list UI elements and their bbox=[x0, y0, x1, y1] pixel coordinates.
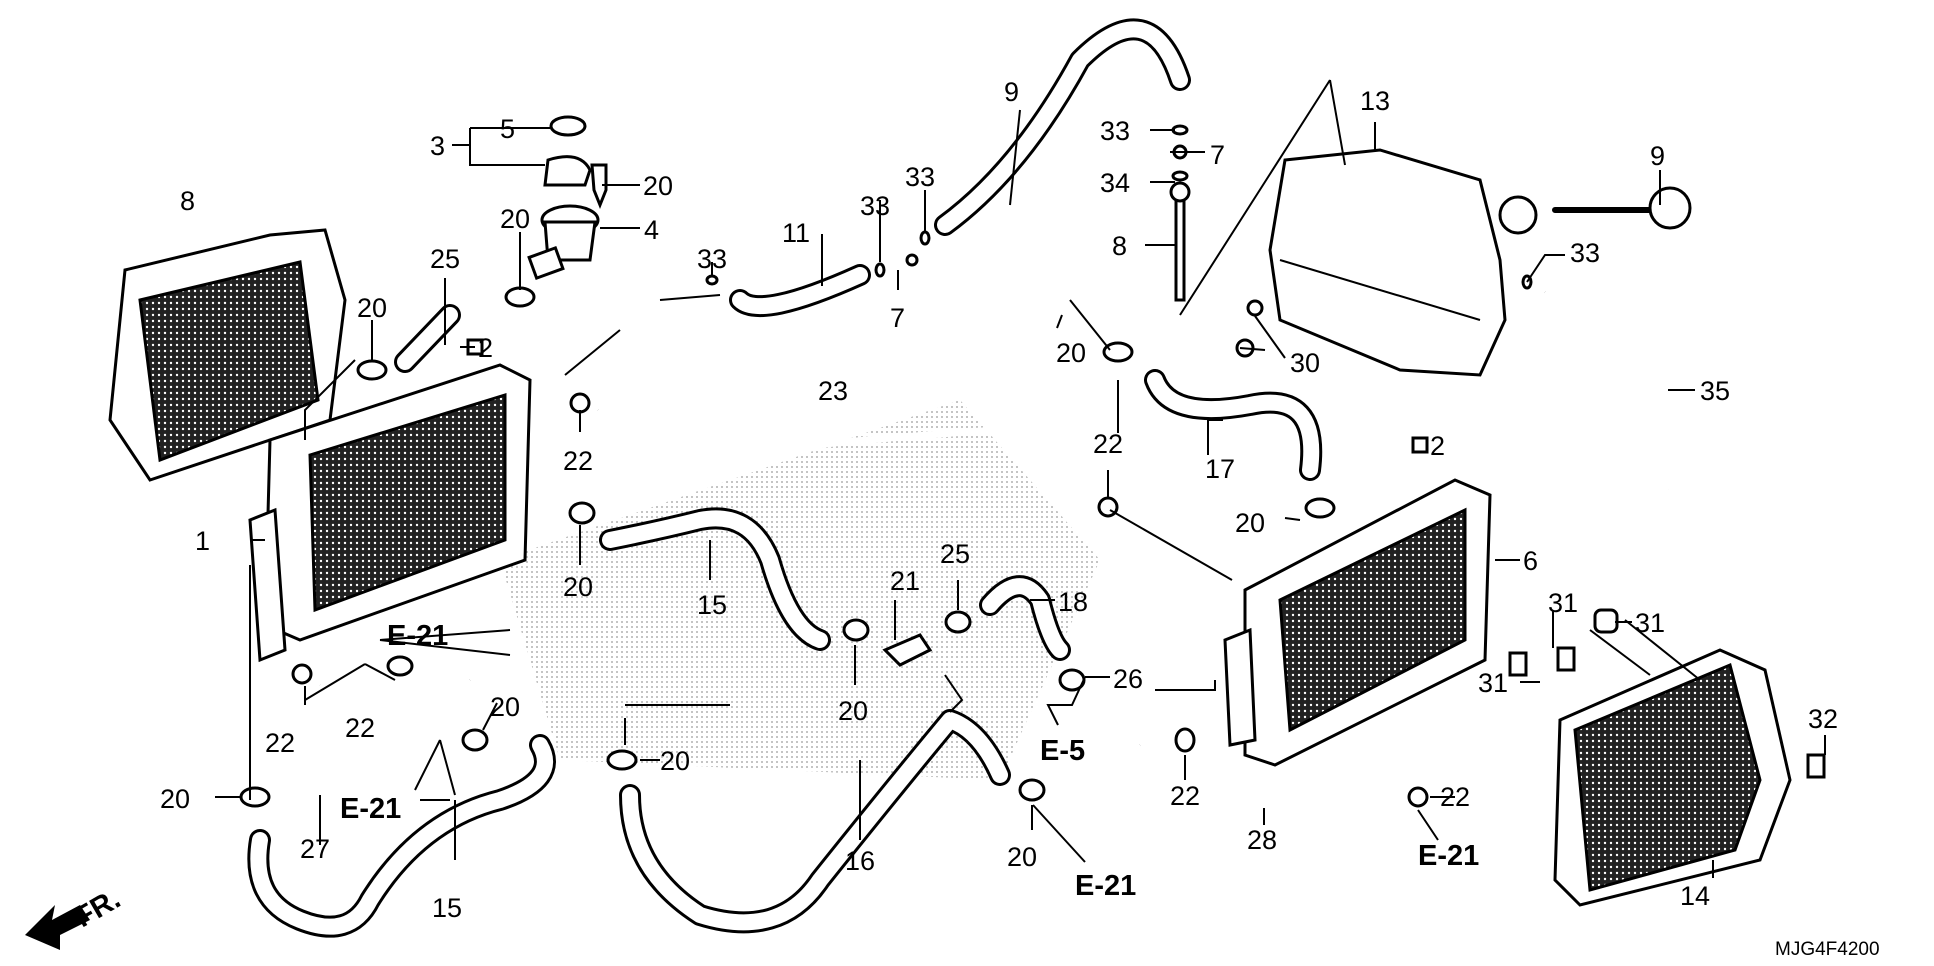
joint-7b bbox=[905, 253, 919, 267]
part-label-28[interactable]: 20 bbox=[643, 171, 673, 201]
part-label-33[interactable]: 34 bbox=[1100, 168, 1130, 198]
part-label-2[interactable]: 2 bbox=[1430, 431, 1445, 461]
part-label-10[interactable]: 8 bbox=[180, 186, 195, 216]
part-label-3[interactable]: 3 bbox=[430, 131, 445, 161]
part-label-20[interactable]: 20 bbox=[1056, 338, 1086, 368]
part-label-22[interactable]: 22 bbox=[265, 728, 295, 758]
reserve-tank[interactable] bbox=[1268, 148, 1538, 377]
part-label-31[interactable]: 31 bbox=[1548, 588, 1578, 618]
cap-seal-5 bbox=[549, 115, 587, 137]
radiator-cap bbox=[543, 155, 592, 187]
part-label-21[interactable]: 21 bbox=[890, 566, 920, 596]
radiator-right[interactable] bbox=[1223, 478, 1492, 767]
part-label-19[interactable]: 18 bbox=[1058, 587, 1088, 617]
part-label-22[interactable]: 22 bbox=[1170, 781, 1200, 811]
part-label-27[interactable]: 28 bbox=[1247, 825, 1277, 855]
grommet-31c bbox=[1806, 753, 1826, 779]
nut-2b bbox=[1411, 436, 1429, 454]
part-label-20[interactable]: 20 bbox=[160, 784, 190, 814]
tank-filter-9[interactable] bbox=[1552, 186, 1692, 230]
part-label-20[interactable]: 20 bbox=[1007, 842, 1037, 872]
part-label-23[interactable]: 23 bbox=[818, 376, 848, 406]
part-label-7[interactable]: 7 bbox=[1210, 140, 1225, 170]
part-label-7[interactable]: 7 bbox=[890, 303, 905, 333]
part-label-29[interactable]: 30 bbox=[1290, 348, 1320, 378]
part-label-15[interactable]: 15 bbox=[432, 893, 462, 923]
part-label-20[interactable]: 20 bbox=[500, 204, 530, 234]
background-shading bbox=[500, 400, 1100, 780]
part-label-31[interactable]: 32 bbox=[1808, 704, 1838, 734]
part-label-20[interactable]: 20 bbox=[563, 572, 593, 602]
part-label-13[interactable]: 13 bbox=[1360, 86, 1390, 116]
radiator-shroud-right[interactable] bbox=[1553, 648, 1792, 907]
part-label-8[interactable]: 8 bbox=[1112, 231, 1127, 261]
collar-29 bbox=[1246, 299, 1264, 317]
part-label-22[interactable]: 22 bbox=[1440, 782, 1470, 812]
reference-e21[interactable]: E-21 bbox=[1418, 840, 1479, 872]
part-labels: 5 3 20 4 20 25 8 20 2 22 23 20 1 15 33 1… bbox=[160, 77, 1838, 923]
front-label: FR. bbox=[70, 883, 126, 934]
part-label-20[interactable]: 20 bbox=[660, 746, 690, 776]
front-arrow-icon bbox=[25, 905, 90, 950]
part-label-11[interactable]: 9 bbox=[1004, 77, 1019, 107]
grommet-31b bbox=[1556, 646, 1576, 672]
joint-21 bbox=[882, 633, 933, 667]
leader-lines bbox=[215, 79, 1826, 878]
part-label-5[interactable]: 5 bbox=[500, 114, 515, 144]
part-label-22[interactable]: 22 bbox=[563, 446, 593, 476]
grommet-31a bbox=[1508, 651, 1528, 677]
part-label-6[interactable]: 6 bbox=[1523, 546, 1538, 576]
part-label-34[interactable]: 35 bbox=[1700, 376, 1730, 406]
part-label-33[interactable]: 33 bbox=[1100, 116, 1130, 146]
part-label-33[interactable]: 33 bbox=[860, 191, 890, 221]
part-label-20[interactable]: 20 bbox=[1235, 508, 1265, 538]
part-label-26[interactable]: 27 bbox=[300, 834, 330, 864]
reference-labels: E-21 E-21 E-21 E-21 E-5 bbox=[340, 620, 1479, 902]
part-label-18[interactable]: 17 bbox=[1205, 454, 1235, 484]
front-direction-indicator: FR. bbox=[25, 883, 126, 950]
hoses bbox=[247, 18, 1672, 938]
part-label-20[interactable]: 20 bbox=[838, 696, 868, 726]
part-label-31[interactable]: 31 bbox=[1478, 668, 1508, 698]
part-label-1[interactable]: 1 bbox=[195, 526, 210, 556]
radiator-shroud-left[interactable] bbox=[108, 228, 347, 482]
part-label-32[interactable]: 33 bbox=[1570, 238, 1600, 268]
part-label-14[interactable]: 14 bbox=[1680, 881, 1710, 911]
reference-e5[interactable]: E-5 bbox=[1040, 735, 1085, 767]
part-label-16[interactable]: 16 bbox=[845, 846, 875, 876]
part-label-20[interactable]: 20 bbox=[490, 692, 520, 722]
part-label-22[interactable]: 22 bbox=[1093, 429, 1123, 459]
part-label-9[interactable]: 9 bbox=[1650, 141, 1665, 171]
radiator-left[interactable] bbox=[248, 363, 532, 663]
pipe-8 bbox=[1174, 193, 1186, 302]
part-label-33[interactable]: 33 bbox=[697, 244, 727, 274]
part-label-12[interactable]: 11 bbox=[782, 218, 810, 248]
part-label-17[interactable]: 15 bbox=[697, 590, 727, 620]
reference-e21[interactable]: E-21 bbox=[387, 620, 448, 652]
bolt-28 bbox=[590, 163, 608, 210]
part-label-22[interactable]: 22 bbox=[345, 713, 375, 743]
bracket-30 bbox=[1593, 608, 1619, 634]
part-label-30[interactable]: 31 bbox=[1635, 608, 1665, 638]
part-label-20[interactable]: 20 bbox=[357, 293, 387, 323]
part-label-2[interactable]: 2 bbox=[478, 333, 493, 363]
part-label-25[interactable]: 25 bbox=[940, 539, 970, 569]
part-label-33[interactable]: 33 bbox=[905, 162, 935, 192]
reference-e21[interactable]: E-21 bbox=[1075, 870, 1136, 902]
reference-e21[interactable]: E-21 bbox=[340, 793, 401, 825]
part-label-4[interactable]: 4 bbox=[644, 215, 659, 245]
part-label-24[interactable]: 25 bbox=[430, 244, 460, 274]
part-label-25[interactable]: 26 bbox=[1113, 664, 1143, 694]
diagram-code: MJG4F4200 bbox=[1775, 939, 1880, 960]
